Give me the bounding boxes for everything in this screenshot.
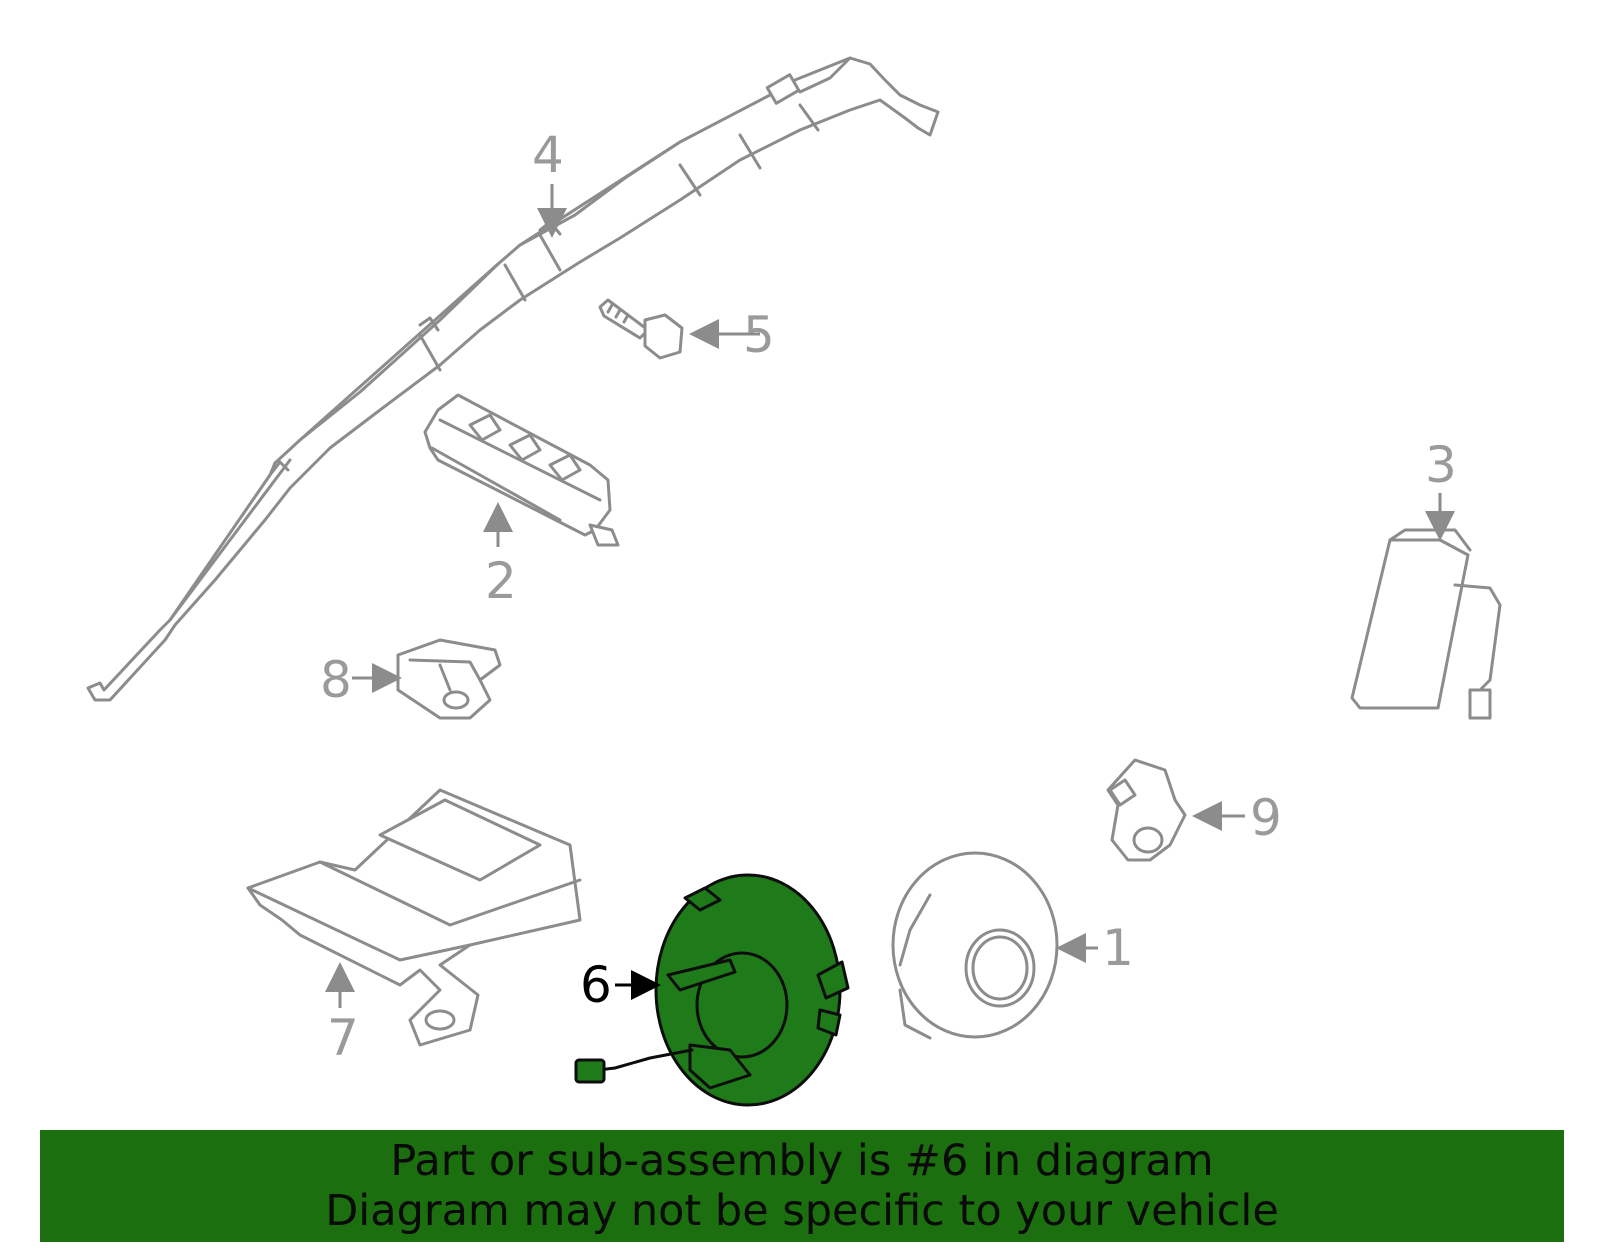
part-8-sensor[interactable] bbox=[396, 638, 502, 720]
part-3-side-airbag[interactable] bbox=[1350, 528, 1502, 720]
callout-6: 6 bbox=[580, 956, 612, 1014]
part-1-driver-airbag[interactable] bbox=[891, 851, 1059, 1040]
info-banner: Part or sub-assembly is #6 in diagram Di… bbox=[40, 1130, 1564, 1242]
part-2-airbag-module[interactable] bbox=[423, 393, 620, 547]
part-5-bolt[interactable] bbox=[598, 298, 684, 360]
callout-arrows bbox=[325, 184, 1455, 1008]
part-4-curtain-airbag[interactable] bbox=[86, 56, 940, 702]
callout-2: 2 bbox=[485, 552, 517, 610]
part-9-sensor[interactable] bbox=[1106, 758, 1187, 862]
part-6-clock-spring[interactable] bbox=[574, 873, 850, 1107]
callout-4: 4 bbox=[532, 126, 564, 184]
part-7-control-module[interactable] bbox=[246, 788, 582, 1047]
banner-line-2: Diagram may not be specific to your vehi… bbox=[325, 1186, 1279, 1236]
callout-5: 5 bbox=[743, 306, 775, 364]
banner-line-1: Part or sub-assembly is #6 in diagram bbox=[390, 1136, 1214, 1186]
callout-1: 1 bbox=[1102, 919, 1134, 977]
callout-8: 8 bbox=[320, 651, 352, 709]
callout-3: 3 bbox=[1425, 436, 1457, 494]
callout-7: 7 bbox=[327, 1009, 359, 1067]
callout-labels: 4 5 2 3 8 9 1 7 6 bbox=[320, 126, 1457, 1067]
callout-9: 9 bbox=[1250, 789, 1282, 847]
